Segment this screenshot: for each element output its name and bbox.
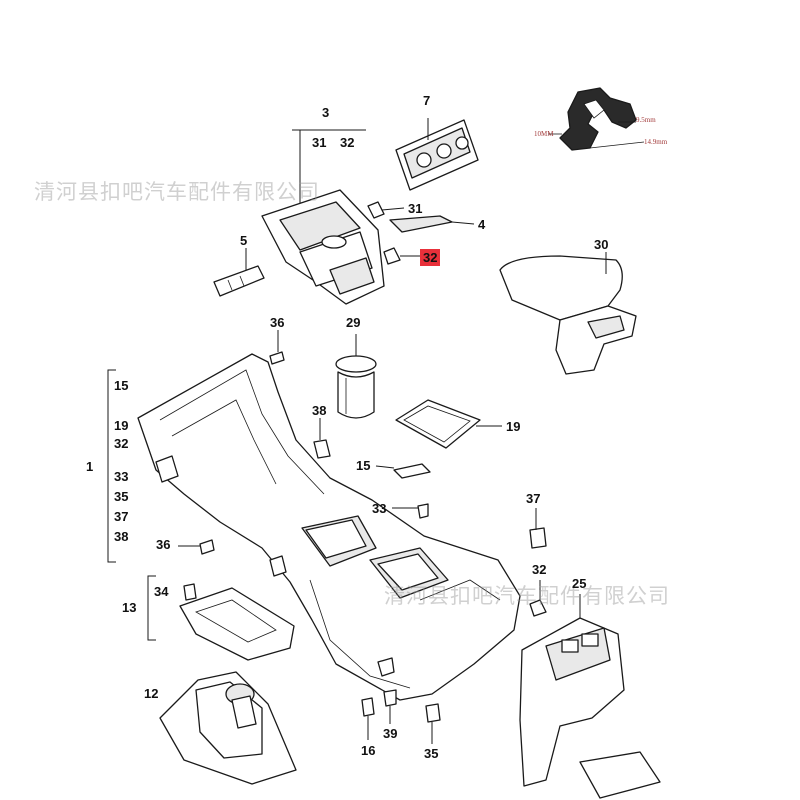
part-1-bracket xyxy=(107,369,116,563)
callout-32-lower: 32 xyxy=(532,562,547,577)
callout-36-top: 36 xyxy=(270,315,285,330)
group1-item-19: 19 xyxy=(114,418,129,433)
tray-part-13 xyxy=(179,587,295,661)
callout-36-mid: 36 xyxy=(156,537,171,552)
callout-16: 16 xyxy=(361,743,376,758)
clip-part-31 xyxy=(367,201,405,219)
clip-dim-top: 9.5mm xyxy=(636,116,656,124)
center-console-part-1 xyxy=(137,353,521,701)
callout-33: 33 xyxy=(372,501,387,516)
callout-19: 19 xyxy=(506,419,521,434)
callout-29: 29 xyxy=(346,315,361,330)
callout-3: 3 xyxy=(322,105,330,120)
callout-7: 7 xyxy=(423,93,431,108)
clip-dim-left: 10MM xyxy=(534,130,554,138)
callout-13: 13 xyxy=(122,600,137,615)
shifter-base-part-12 xyxy=(159,671,297,785)
part-13-bracket xyxy=(147,575,156,641)
callout-25: 25 xyxy=(572,576,587,591)
rear-panel-part-25 xyxy=(519,594,661,799)
clip-part-32-highlighted xyxy=(383,247,420,265)
group1-item-37: 37 xyxy=(114,509,129,524)
callout-5: 5 xyxy=(240,233,248,248)
clip-part-34 xyxy=(183,583,197,601)
group1-item-35: 35 xyxy=(114,489,129,504)
part-3-leader xyxy=(292,129,366,208)
clip-part-32-lower xyxy=(529,580,547,617)
watermark-lower: 清河县扣吧汽车配件有限公司 xyxy=(384,584,670,608)
callout-34: 34 xyxy=(154,584,169,599)
callout-3-31: 31 xyxy=(312,135,327,150)
callout-39: 39 xyxy=(383,726,398,741)
group1-item-15: 15 xyxy=(114,378,129,393)
clip-part-38 xyxy=(313,418,331,459)
armrest-part-30 xyxy=(499,252,637,375)
callout-38: 38 xyxy=(312,403,327,418)
callout-12: 12 xyxy=(144,686,159,701)
group1-item-32: 32 xyxy=(114,436,129,451)
clip-part-16 xyxy=(361,697,375,740)
callout-31: 31 xyxy=(408,201,423,216)
clip-part-37 xyxy=(529,508,547,549)
group1-item-38: 38 xyxy=(114,529,129,544)
clip-part-15 xyxy=(375,463,431,479)
callout-35: 35 xyxy=(424,746,439,761)
callout-1: 1 xyxy=(86,459,94,474)
clip-detail-drawing xyxy=(548,87,645,151)
clip-dim-right: 14.9mm xyxy=(644,138,668,146)
callout-32-highlighted: 32 xyxy=(420,249,441,266)
switch-panel-part-7 xyxy=(395,118,479,191)
callout-4: 4 xyxy=(478,217,486,232)
lid-part-19 xyxy=(395,399,502,449)
handle-part-5 xyxy=(213,248,265,297)
callout-3-32: 32 xyxy=(340,135,355,150)
callout-30: 30 xyxy=(594,237,609,252)
callout-37: 37 xyxy=(526,491,541,506)
screw-part-36-mid xyxy=(178,539,215,555)
screw-part-36-top xyxy=(269,330,285,365)
watermark-upper: 清河县扣吧汽车配件有限公司 xyxy=(34,180,320,204)
clip-part-35 xyxy=(425,703,441,744)
cupholder-part-29 xyxy=(335,334,377,419)
front-trim-part-3 xyxy=(261,189,385,305)
group1-item-33: 33 xyxy=(114,469,129,484)
trim-strip-part-4 xyxy=(389,215,475,233)
screw-part-33 xyxy=(392,503,429,519)
screw-part-39 xyxy=(383,689,397,724)
callout-15: 15 xyxy=(356,458,371,473)
